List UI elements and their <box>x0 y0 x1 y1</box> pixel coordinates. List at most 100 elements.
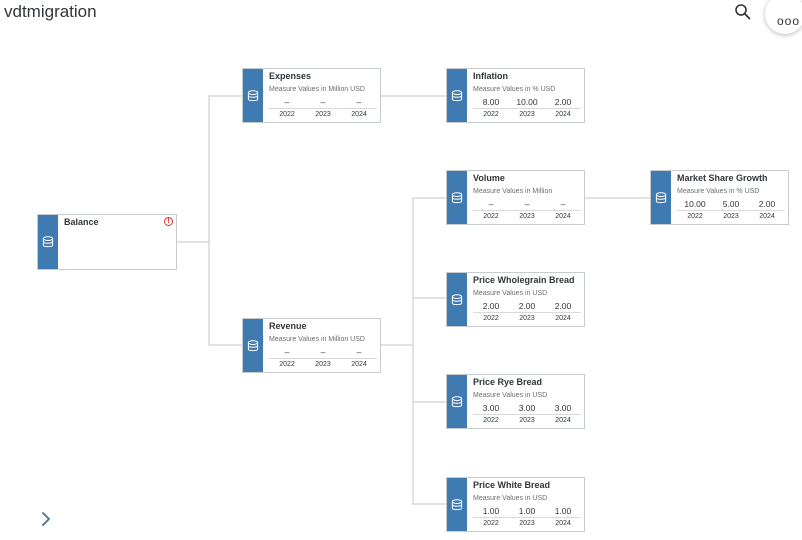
database-icon <box>247 90 259 102</box>
node-volume[interactable]: Volume Measure Values in Million – – – 2… <box>446 170 585 225</box>
node-title: Price Rye Bread <box>473 377 543 387</box>
node-title: Price Wholegrain Bread <box>473 275 575 285</box>
node-title: Volume <box>473 173 505 183</box>
value-row: 8.00 10.00 2.00 <box>473 97 581 109</box>
year-label: 2022 <box>483 520 499 527</box>
year-label: 2022 <box>483 417 499 424</box>
node-market-share-growth[interactable]: Market Share Growth Measure Values in % … <box>650 170 789 225</box>
year-label: 2023 <box>519 213 535 220</box>
year-label: 2023 <box>315 111 331 118</box>
expand-panel-button[interactable] <box>40 511 52 532</box>
value-2023[interactable]: 10.00 <box>516 97 538 107</box>
value-row: – – – <box>269 97 377 109</box>
year-label: 2023 <box>519 111 535 118</box>
node-subtitle: Measure Values in % USD <box>677 188 760 195</box>
database-icon <box>451 90 463 102</box>
year-label: 2024 <box>351 361 367 368</box>
year-label: 2024 <box>555 111 571 118</box>
year-row: 2022 2023 2024 <box>677 213 785 223</box>
year-label: 2023 <box>519 315 535 322</box>
value-row: 3.00 3.00 3.00 <box>473 403 581 415</box>
value-2023[interactable]: 1.00 <box>518 506 536 516</box>
value-2023[interactable]: 3.00 <box>518 403 536 413</box>
node-subtitle: Measure Values in Million USD <box>269 86 365 93</box>
value-2024[interactable]: 2.00 <box>554 301 572 311</box>
year-label: 2024 <box>555 315 571 322</box>
link-revenue-to-balance <box>208 242 242 346</box>
value-2023[interactable]: – <box>320 347 326 357</box>
chevron-right-icon <box>42 512 50 526</box>
node-price-white-bread[interactable]: Price White Bread Measure Values in USD … <box>446 477 585 532</box>
database-icon <box>451 499 463 511</box>
value-2022[interactable]: – <box>488 199 494 209</box>
node-inflation[interactable]: Inflation Measure Values in % USD 8.00 1… <box>446 68 585 123</box>
database-icon <box>451 396 463 408</box>
value-2022[interactable]: – <box>284 97 290 107</box>
node-title: Market Share Growth <box>677 173 768 183</box>
database-icon <box>247 340 259 352</box>
database-icon <box>42 236 54 248</box>
value-2022[interactable]: – <box>284 347 290 357</box>
year-label: 2022 <box>483 111 499 118</box>
link-expenses-to-balance <box>170 95 242 246</box>
year-label: 2023 <box>315 361 331 368</box>
node-revenue[interactable]: Revenue Measure Values in Million USD – … <box>242 318 381 373</box>
value-2023[interactable]: 2.00 <box>518 301 536 311</box>
value-row: 1.00 1.00 1.00 <box>473 506 581 518</box>
node-title: Inflation <box>473 71 508 81</box>
value-2024[interactable]: 2.00 <box>554 97 572 107</box>
year-label: 2022 <box>279 361 295 368</box>
search-button[interactable] <box>734 3 754 23</box>
year-label: 2022 <box>483 315 499 322</box>
node-title: Price White Bread <box>473 480 551 490</box>
value-2024[interactable]: – <box>356 347 362 357</box>
node-subtitle: Measure Values in USD <box>473 290 548 297</box>
year-row: 2022 2023 2024 <box>269 111 377 121</box>
node-subtitle: Measure Values in Million <box>473 188 553 195</box>
node-price-wholegrain-bread[interactable]: Price Wholegrain Bread Measure Values in… <box>446 272 585 327</box>
year-label: 2024 <box>555 213 571 220</box>
more-options-button[interactable]: ooo <box>765 0 802 34</box>
database-icon <box>451 294 463 306</box>
value-2024[interactable]: 2.00 <box>758 199 776 209</box>
node-subtitle: Measure Values in % USD <box>473 86 556 93</box>
value-2024[interactable]: 3.00 <box>554 403 572 413</box>
value-2023[interactable]: – <box>524 199 530 209</box>
node-subtitle: Measure Values in Million USD <box>269 336 365 343</box>
app-title: vdtmigration <box>4 2 97 21</box>
node-price-rye-bread[interactable]: Price Rye Bread Measure Values in USD 3.… <box>446 374 585 429</box>
year-label: 2023 <box>519 520 535 527</box>
node-balance[interactable]: Balance ! <box>37 214 177 270</box>
value-2024[interactable]: – <box>356 97 362 107</box>
value-2022[interactable]: 3.00 <box>482 403 500 413</box>
value-row: – – – <box>269 347 377 359</box>
search-icon <box>735 4 751 20</box>
year-label: 2022 <box>483 213 499 220</box>
value-2022[interactable]: 10.00 <box>684 199 706 209</box>
node-title: Balance <box>64 217 99 227</box>
node-subtitle: Measure Values in USD <box>473 392 548 399</box>
year-row: 2022 2023 2024 <box>473 111 581 121</box>
link-white-to-revenue <box>412 402 446 505</box>
year-label: 2024 <box>759 213 775 220</box>
database-icon <box>655 192 667 204</box>
value-row: – – – <box>473 199 581 211</box>
value-2023[interactable]: 5.00 <box>722 199 740 209</box>
value-row: 2.00 2.00 2.00 <box>473 301 581 313</box>
node-expenses[interactable]: Expenses Measure Values in Million USD –… <box>242 68 381 123</box>
value-2022[interactable]: 1.00 <box>482 506 500 516</box>
node-title: Revenue <box>269 321 307 331</box>
warning-icon[interactable]: ! <box>164 217 173 226</box>
value-2023[interactable]: – <box>320 97 326 107</box>
year-label: 2024 <box>351 111 367 118</box>
value-2024[interactable]: 1.00 <box>554 506 572 516</box>
year-label: 2022 <box>279 111 295 118</box>
value-2024[interactable]: – <box>560 199 566 209</box>
value-2022[interactable]: 2.00 <box>482 301 500 311</box>
value-2022[interactable]: 8.00 <box>482 97 500 107</box>
database-icon <box>451 192 463 204</box>
value-row: 10.00 5.00 2.00 <box>677 199 785 211</box>
year-row: 2022 2023 2024 <box>473 315 581 325</box>
year-label: 2024 <box>555 417 571 424</box>
